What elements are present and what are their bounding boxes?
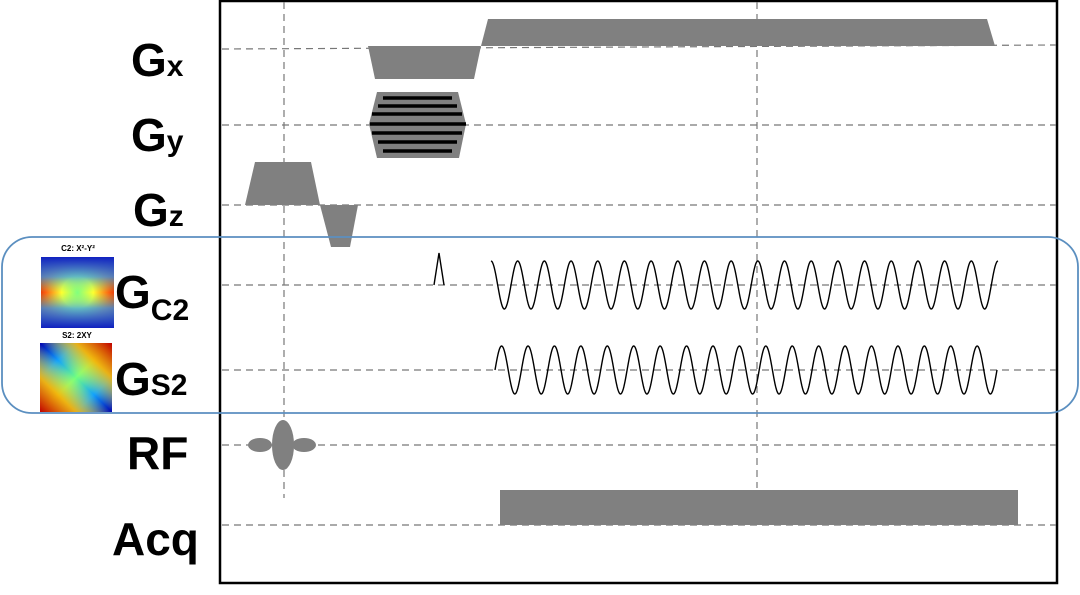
c2-field-map xyxy=(41,257,114,328)
row-label-gy: Gy xyxy=(131,109,184,161)
row-label-gz: Gz xyxy=(133,184,184,236)
gx-readout-lobe xyxy=(481,19,995,46)
row-label-acq: Acq xyxy=(112,513,199,565)
c2-map-caption: C2: X²-Y² xyxy=(61,244,95,253)
row-label-gx: Gx xyxy=(131,34,184,86)
gz-slice-select-lobe xyxy=(245,162,320,205)
row-label-gs2: GS2 xyxy=(115,353,187,405)
acq-window xyxy=(500,490,1018,525)
s2-map-caption: S2: 2XY xyxy=(62,331,92,340)
gz-rephaser-lobe xyxy=(320,205,358,247)
s2-field-map xyxy=(40,343,112,412)
rf-pulse xyxy=(248,420,316,470)
row-label-gc2: GC2 xyxy=(115,266,189,327)
plot-frame xyxy=(218,0,1059,585)
shim-channel-highlight-box xyxy=(1,236,1079,414)
row-label-rf: RF xyxy=(127,427,188,479)
gy-phase-encode-steps xyxy=(370,96,466,153)
gc2-oscillation xyxy=(490,260,999,310)
gs2-oscillation xyxy=(494,345,998,395)
gx-prephaser-lobe xyxy=(368,46,481,79)
gc2-blip xyxy=(433,252,445,286)
